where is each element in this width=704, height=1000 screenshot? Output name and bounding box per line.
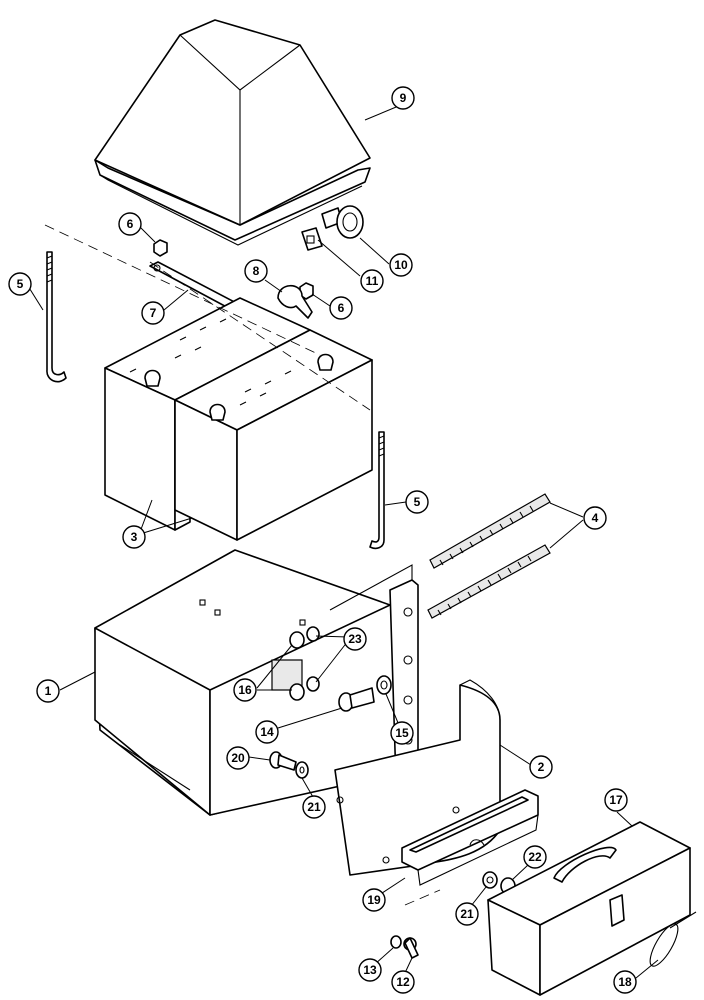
battery-right-part: [174, 329, 373, 541]
svg-text:6: 6: [338, 301, 345, 315]
svg-text:13: 13: [363, 963, 377, 977]
svg-text:14: 14: [260, 725, 274, 739]
washer-23-lower-part: [306, 676, 320, 692]
threaded-rod-lower-part: [427, 544, 551, 619]
callout-17: 17: [604, 788, 628, 812]
callout-20: 20: [226, 746, 250, 770]
svg-text:4: 4: [592, 511, 599, 525]
svg-text:12: 12: [396, 975, 410, 989]
bolt-12-part: [403, 937, 419, 959]
callout-18: 18: [613, 970, 637, 994]
callout-4: 4: [583, 506, 607, 530]
callout-21-upper: 21: [302, 795, 326, 819]
bolt-20-part: [269, 751, 297, 771]
clamp-part: [277, 284, 313, 319]
svg-text:5: 5: [414, 495, 421, 509]
callout-15: 15: [390, 721, 414, 745]
j-bolt-left-part: [46, 251, 67, 383]
washer-23-upper-part: [306, 626, 320, 642]
callout-5-left: 5: [8, 272, 32, 296]
svg-text:11: 11: [366, 274, 379, 288]
svg-text:7: 7: [150, 306, 157, 320]
callout-3: 3: [122, 525, 146, 549]
washer-13-part: [390, 935, 402, 949]
alignment-line: [149, 261, 371, 411]
callout-11: 11: [360, 269, 384, 293]
svg-text:3: 3: [131, 530, 138, 544]
callout-9: 9: [391, 86, 415, 110]
svg-text:9: 9: [400, 91, 407, 105]
svg-text:21: 21: [460, 907, 474, 921]
washer-21-lower-part: [482, 871, 498, 889]
svg-text:1: 1: [45, 684, 52, 698]
clip-part: [301, 227, 323, 251]
j-bolt-right-part: [369, 431, 385, 550]
callout-12: 12: [391, 970, 415, 994]
callout-2: 2: [529, 755, 553, 779]
cable-tie-part: [649, 911, 697, 967]
svg-text:6: 6: [127, 217, 134, 231]
battery-cover-part: [94, 19, 371, 246]
svg-text:8: 8: [253, 264, 260, 278]
svg-text:22: 22: [528, 850, 542, 864]
callout-13: 13: [358, 958, 382, 982]
callout-19: 19: [362, 888, 386, 912]
callout-6-left: 6: [118, 212, 142, 236]
svg-text:5: 5: [17, 277, 24, 291]
nut-16-lower-part: [289, 683, 305, 701]
svg-text:18: 18: [618, 975, 632, 989]
bracket-part: [401, 789, 539, 886]
svg-text:23: 23: [348, 632, 362, 646]
nut-part: [153, 239, 168, 257]
callout-1: 1: [36, 679, 60, 703]
washer-21-upper-part: [295, 761, 309, 779]
callout-6-right: 6: [329, 296, 353, 320]
svg-text:17: 17: [609, 793, 623, 807]
leader-lines: [27, 99, 659, 979]
svg-text:10: 10: [394, 258, 408, 272]
callout-21-lower: 21: [455, 902, 479, 926]
callout-5-right: 5: [405, 490, 429, 514]
svg-text:16: 16: [238, 683, 252, 697]
threaded-rod-upper-part: [429, 493, 551, 569]
bolt-14-part: [338, 687, 375, 712]
callout-22: 22: [523, 845, 547, 869]
alignment-line: [404, 889, 441, 906]
nut-16-upper-part: [289, 631, 305, 649]
callout-23: 23: [343, 627, 367, 651]
callout-7: 7: [141, 301, 165, 325]
callout-16: 16: [233, 678, 257, 702]
svg-text:2: 2: [538, 760, 545, 774]
knob-part: [321, 205, 364, 239]
svg-text:20: 20: [231, 751, 245, 765]
callout-8: 8: [244, 259, 268, 283]
callout-10: 10: [389, 253, 413, 277]
alignment-line: [44, 224, 321, 356]
toolbox-part: [487, 821, 691, 996]
svg-text:15: 15: [395, 726, 409, 740]
callout-14: 14: [255, 720, 279, 744]
svg-text:21: 21: [307, 800, 321, 814]
svg-text:19: 19: [367, 893, 381, 907]
washer-15-part: [376, 675, 392, 695]
